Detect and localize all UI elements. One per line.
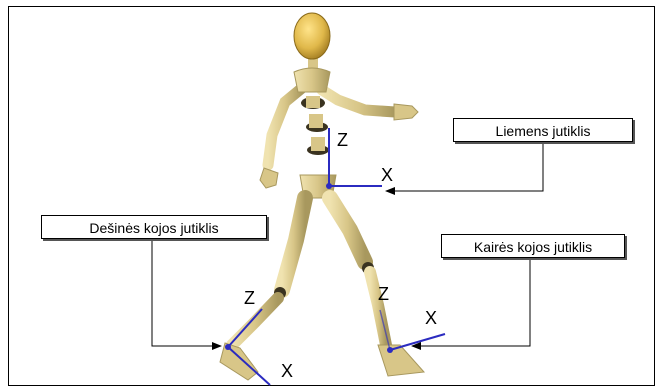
figure-body [220, 13, 424, 380]
right-leg-z-axis-label: Z [244, 288, 255, 308]
left-leg-sensor-axes: Z X [378, 284, 445, 353]
torso-sensor-label: Liemens jutiklis [453, 118, 633, 142]
torso-sensor-arrow [386, 143, 543, 191]
right-leg-sensor-label: Dešinės kojos jutiklis [41, 215, 267, 239]
head-icon [294, 13, 330, 59]
torso-z-axis-label: Z [337, 130, 348, 150]
right-leg-sensor-arrow [152, 240, 221, 346]
torso-x-axis-label: X [381, 165, 393, 185]
torso-sensor-axes: Z X [326, 128, 393, 189]
right-leg-x-axis-label: X [281, 361, 293, 381]
left-leg-x-axis-label: X [425, 308, 437, 328]
left-leg-sensor-arrow [412, 259, 530, 346]
left-leg-z-axis-label: Z [378, 284, 389, 304]
left-leg-sensor-label: Kairės kojos jutiklis [441, 234, 625, 258]
